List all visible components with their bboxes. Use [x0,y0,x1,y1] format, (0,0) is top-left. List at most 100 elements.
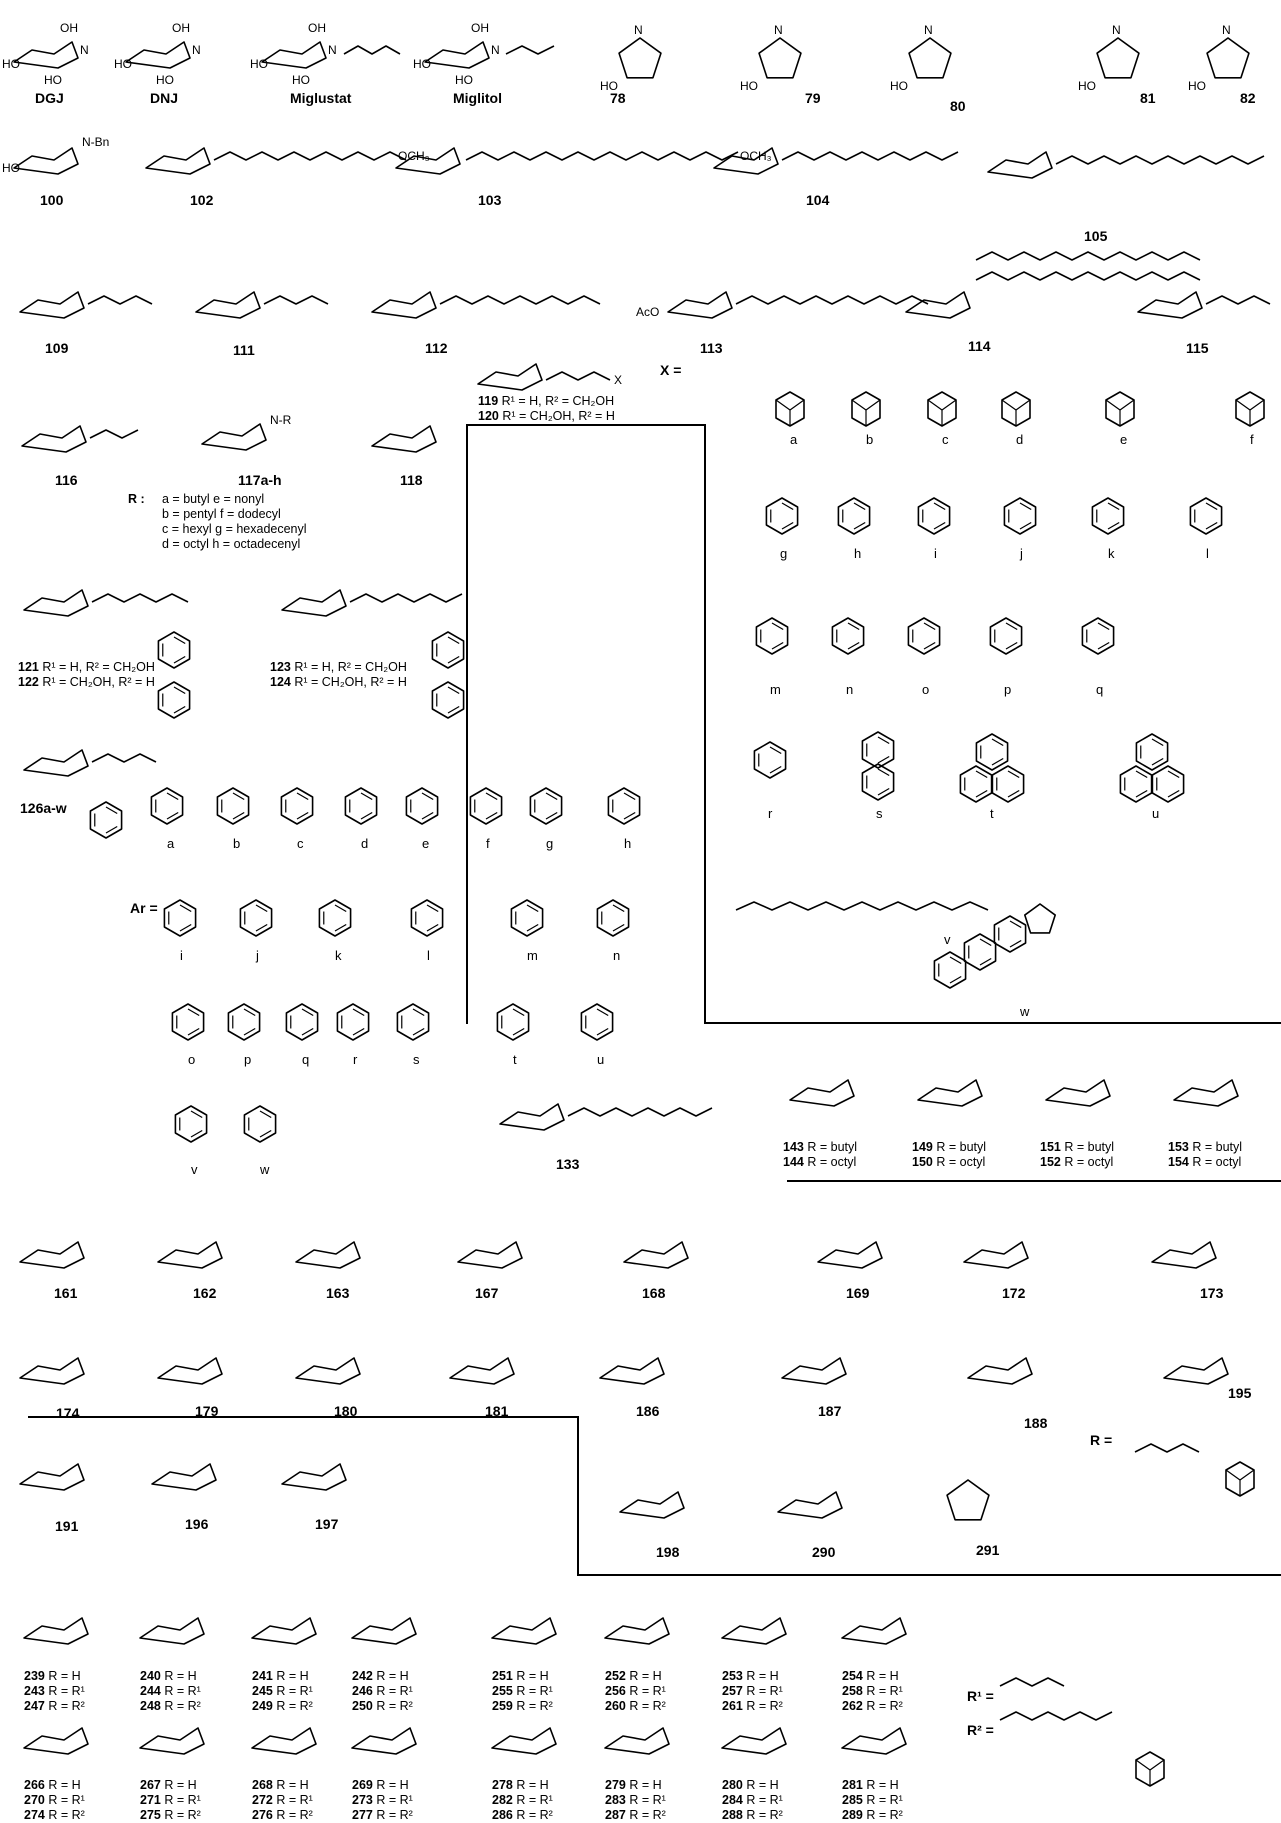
bond [426,904,439,913]
substituent-text: R = butyl [807,1140,858,1154]
compound-label: 100 [40,192,64,208]
atom-label: HO [44,73,62,87]
atom-label: AcO [636,305,659,319]
bond [352,1027,365,1036]
compound-label: 151 [1040,1140,1061,1154]
substituent-text: R = butyl [1064,1140,1115,1154]
bond [426,923,439,932]
adamantane-cage [927,391,957,427]
compound-label: 280 [722,1778,743,1792]
substituent-text: R = R¹ [376,1684,413,1698]
bond [545,792,558,801]
compound-label: 104 [806,192,830,208]
ar-sub-letter: n [613,948,621,963]
bond [781,502,794,511]
grid-entry: 268 R = H [252,1778,309,1793]
bond [1009,939,1022,948]
atom-label: N-R [270,413,292,427]
compound-label: 276 [252,1808,273,1822]
substituent-text: R = R¹ [516,1684,553,1698]
compound-label: 253 [722,1669,743,1683]
bond [179,904,192,913]
compound-label: 123 [270,660,291,674]
bond [166,811,179,820]
compound-label: 154 [1168,1155,1189,1169]
substituent-text: R = R¹ [48,1684,85,1698]
atom-label: HO [114,57,132,71]
piperidine-ring [841,1617,907,1645]
grid-entry: 287 R = R² [605,1808,666,1823]
substituent-text: R¹ = H, R² = CH₂OH [294,660,407,674]
compound-label: 120 [478,409,499,423]
substituent-text: R = R² [516,1699,553,1713]
benzene-ring [765,497,799,535]
benzene-ring [917,497,951,535]
ar-sub-letter: f [486,836,490,851]
grid-entry: 259 R = R² [492,1699,553,1714]
compound-label: 283 [605,1793,626,1807]
piperidine-ring [139,1617,205,1645]
compound-154: 154 R = octyl [1168,1155,1241,1170]
compound-label: 255 [492,1684,513,1698]
bond [1097,622,1110,631]
substituent-text: R = R² [629,1699,666,1713]
substituent-text: R = R¹ [746,1684,783,1698]
ar-sub-letter: q [302,1052,310,1067]
x-sub-letter: k [1108,546,1115,561]
compound-label: 243 [24,1684,45,1698]
alkyl-chain [439,295,601,305]
compound-label: DGJ [35,90,64,106]
piperidine-ring [13,41,79,69]
bond [259,1129,272,1138]
piperidine-ring [157,1357,223,1385]
pyrene-ring [1119,765,1153,803]
bond [623,792,636,801]
alkyl-chain [89,429,139,439]
bond [979,957,992,966]
atom-label: N [192,43,201,57]
ar-sub-letter: o [188,1052,196,1067]
x-sub-letter: s [876,806,883,821]
bond [769,746,782,755]
compound-label: 242 [352,1669,373,1683]
bond [1105,399,1121,411]
compound-label: 173 [1200,1285,1224,1301]
piperidine-ring [499,1103,565,1131]
benzene-ring [344,787,378,825]
substituent-text: R = R² [516,1808,553,1822]
piperidine-ring [151,1463,217,1491]
compound-label: Miglitol [453,90,502,106]
r1-legend: R¹ = [967,1688,994,1704]
grid-entry: 274 R = R² [24,1808,85,1823]
benzene-ring [907,617,941,655]
bond [949,975,962,984]
bond [1107,502,1120,511]
piperidine-ring [281,589,347,617]
benzene-ring [396,1003,430,1041]
x-sub-letter: i [934,546,937,561]
compound-label: 118 [400,472,423,488]
alkyl-chain [735,295,929,305]
compound-label: 241 [252,1669,273,1683]
piperidine-ring [963,1241,1029,1269]
r-legend-117: R : [128,492,145,507]
benzene-ring [89,801,123,839]
compound-label: 149 [912,1140,933,1154]
substituent-text: R = R¹ [866,1684,903,1698]
compound-label: 272 [252,1793,273,1807]
pyrrolidine-ring [1023,903,1057,934]
compound-label: 117a-h [238,472,282,488]
substituent-text: R = R¹ [376,1793,413,1807]
compound-label: 286 [492,1808,513,1822]
bond [360,811,373,820]
compound-label: 143 [783,1140,804,1154]
bond [1015,399,1031,411]
compound-label: 282 [492,1793,513,1807]
phenanthrene-ring [959,765,993,803]
compound-label: 290 [812,1544,836,1560]
piperidine-ring [295,1241,361,1269]
atom-label: OH [172,21,190,35]
bond [352,1008,365,1017]
alkyl-chain [567,1107,713,1117]
alkyl-chain [1205,295,1271,305]
